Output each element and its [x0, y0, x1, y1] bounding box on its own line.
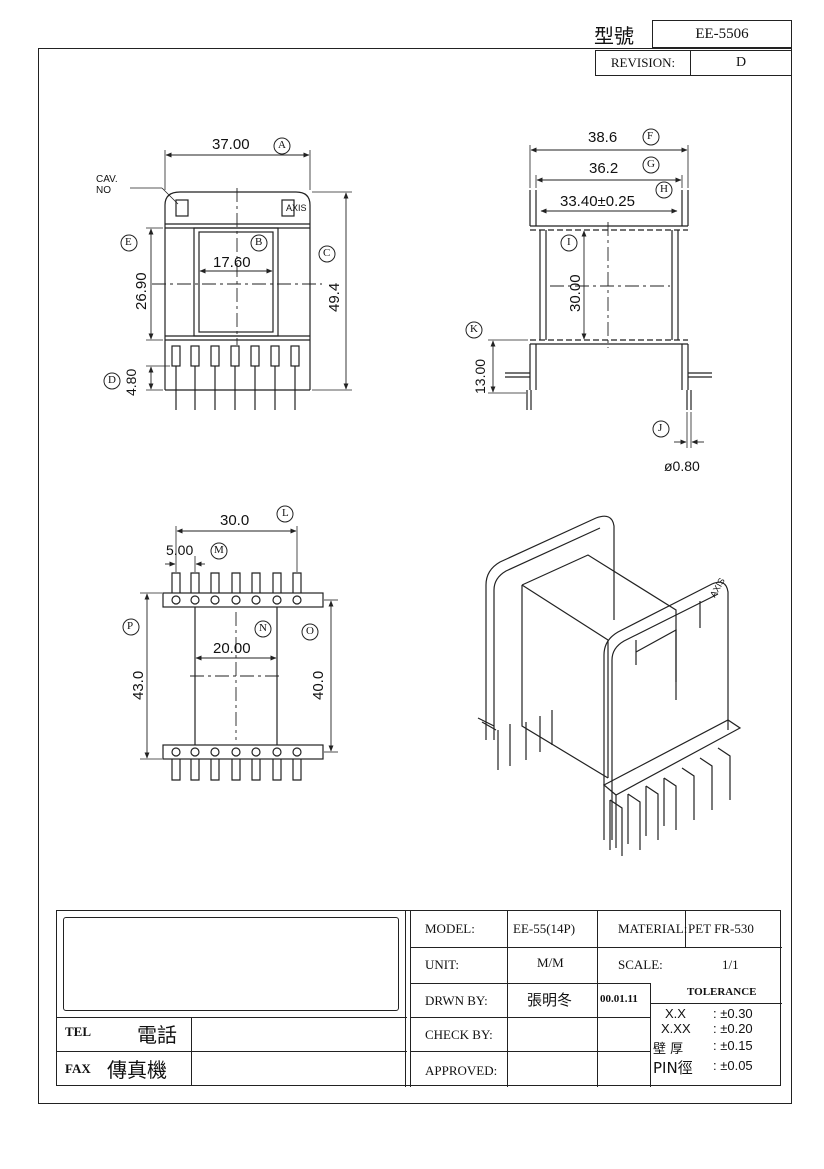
- dim-d-text: 4.80: [123, 368, 139, 396]
- marker-l: L: [282, 507, 289, 519]
- check-by-label: CHECK BY:: [425, 1027, 493, 1042]
- marker-p: P: [127, 620, 134, 632]
- tol-row-0-label: X.X: [665, 1006, 686, 1021]
- dim-e-text: 26.90: [133, 272, 150, 310]
- model-field-label: MODEL:: [425, 921, 475, 936]
- marker-h: H: [660, 183, 668, 195]
- marker-k: K: [470, 323, 478, 335]
- front-view: [130, 150, 352, 410]
- fax-cn-label: 傳真機: [107, 1058, 167, 1082]
- tol-row-0-value: : ±0.30: [713, 1006, 753, 1021]
- tolerance-header: TOLERANCE: [687, 986, 757, 998]
- callout-markers: [103, 128, 673, 641]
- dim-m-text: 5.00: [166, 542, 194, 558]
- tol-row-2-label: 壁 厚: [653, 1042, 684, 1057]
- material-field-value: PET FR-530: [688, 921, 754, 936]
- marker-g: G: [647, 158, 655, 170]
- scale-field-value: 1/1: [722, 957, 739, 972]
- tel-label: TEL: [65, 1024, 92, 1039]
- scale-field-label: SCALE:: [618, 957, 663, 972]
- tol-row-3-value: : ±0.05: [713, 1058, 753, 1073]
- model-field-value: EE-55(14P): [513, 921, 576, 936]
- dim-h-text: 33.40±0.25: [560, 193, 635, 210]
- axis-label-front: AXIS: [286, 203, 307, 213]
- isometric-view: [477, 515, 742, 856]
- marker-o: O: [306, 625, 314, 637]
- material-field-label: MATERIAL:: [618, 921, 688, 936]
- dim-b-text: 17.60: [213, 254, 251, 271]
- model-number-box: EE-5506: [652, 20, 792, 48]
- marker-i: I: [567, 236, 571, 248]
- unit-field-label: UNIT:: [425, 957, 460, 972]
- tol-row-1-value: : ±0.20: [713, 1021, 753, 1036]
- marker-d: D: [108, 374, 116, 386]
- drawn-date: 00.01.11: [600, 993, 638, 1005]
- company-box: [63, 917, 399, 1011]
- dim-g-text: 36.2: [589, 160, 619, 177]
- marker-n: N: [259, 622, 267, 634]
- tel-cn-label: 電話: [137, 1023, 177, 1047]
- marker-c: C: [323, 247, 331, 259]
- tol-row-1-label: X.XX: [661, 1021, 691, 1036]
- bottom-view: [140, 526, 338, 781]
- dim-n-text: 20.00: [213, 640, 251, 657]
- title-block: TEL 電話 FAX 傳真機 MODEL: EE-55(14P) MATERIA…: [56, 910, 782, 1087]
- marker-f: F: [647, 130, 654, 142]
- dim-p-text: 43.0: [130, 670, 147, 700]
- dim-a-text: 37.00: [212, 136, 250, 153]
- marker-a: A: [278, 139, 286, 151]
- dim-o-text: 40.0: [310, 670, 327, 700]
- marker-b: B: [255, 236, 263, 248]
- dim-c-text: 49.4: [326, 282, 343, 312]
- dim-l-text: 30.0: [220, 512, 250, 529]
- unit-field-value: M/M: [537, 955, 564, 970]
- tol-row-3-label: PIN徑: [653, 1059, 693, 1077]
- dim-f-text: 38.6: [588, 129, 618, 146]
- dim-j-text: ø0.80: [664, 458, 700, 474]
- dim-i-text: 30.00: [567, 274, 584, 312]
- fax-label: FAX: [65, 1061, 91, 1076]
- drawn-by-label: DRWN BY:: [425, 993, 488, 1008]
- marker-m: M: [214, 544, 224, 556]
- dim-k-text: 13.00: [472, 358, 488, 394]
- side-view: [488, 145, 712, 448]
- model-label: 型號: [594, 24, 634, 48]
- marker-j: J: [658, 422, 663, 434]
- drawing-frame: [38, 48, 792, 1104]
- cav-no-label: CAV. NO: [96, 174, 118, 196]
- marker-e: E: [125, 236, 132, 248]
- drawn-by-value: 張明冬: [527, 991, 573, 1009]
- tol-row-2-value: : ±0.15: [713, 1038, 753, 1053]
- approved-label: APPROVED:: [425, 1063, 498, 1078]
